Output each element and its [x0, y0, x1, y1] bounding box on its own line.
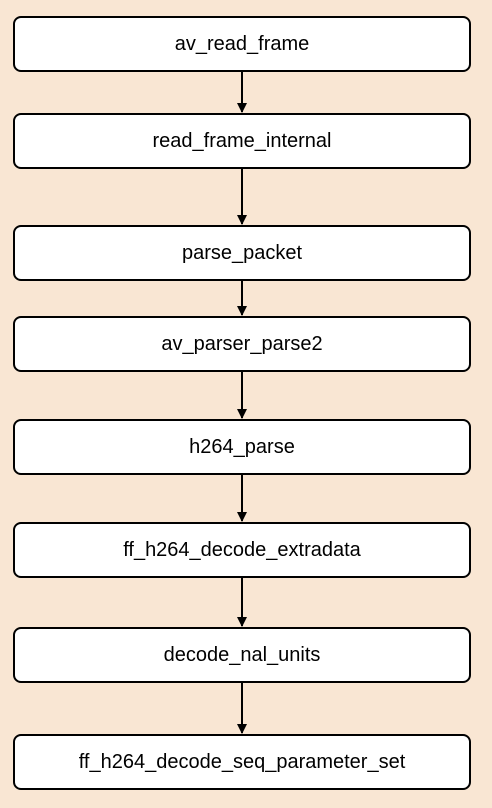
node-h264-parse: h264_parse — [13, 419, 471, 475]
node-av-parser-parse2: av_parser_parse2 — [13, 316, 471, 372]
node-av-read-frame: av_read_frame — [13, 16, 471, 72]
node-label: parse_packet — [181, 241, 303, 264]
node-read-frame-internal: read_frame_internal — [13, 113, 471, 169]
node-ff-h264-decode-extradata: ff_h264_decode_extradata — [13, 522, 471, 578]
node-decode-nal-units: decode_nal_units — [13, 627, 471, 683]
node-label: ff_h264_decode_extradata — [123, 538, 361, 561]
node-label: decode_nal_units — [163, 643, 321, 666]
node-label: ff_h264_decode_seq_parameter_set — [78, 750, 406, 773]
node-label: h264_parse — [189, 435, 295, 458]
node-parse-packet: parse_packet — [13, 225, 471, 281]
node-label: av_read_frame — [174, 32, 310, 55]
node-ff-h264-decode-seq-parameter-set: ff_h264_decode_seq_parameter_set — [13, 734, 471, 790]
node-label: read_frame_internal — [152, 129, 332, 152]
node-label: av_parser_parse2 — [161, 332, 323, 355]
